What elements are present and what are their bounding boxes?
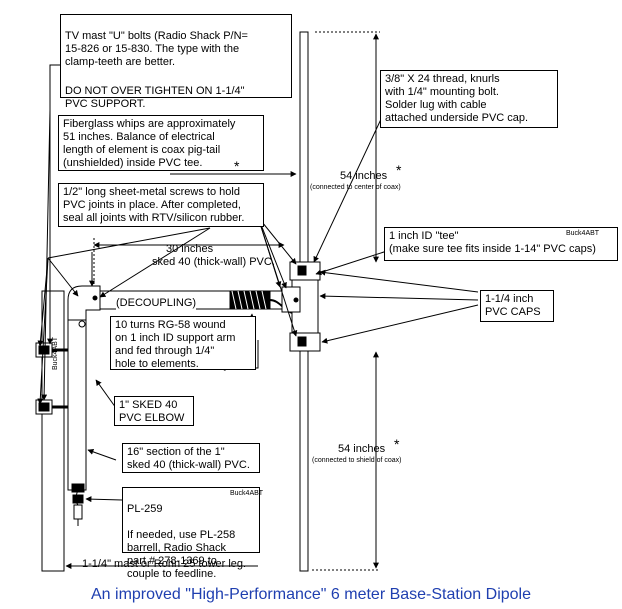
arm-material-label: sked 40 (thick-wall) PVC. (152, 256, 275, 268)
callsign-label-mast: Buck4ABT (52, 336, 59, 370)
note-thread: 3/8" X 24 thread, knurls with 1/4" mount… (380, 70, 558, 128)
note-pl259-title: PL-259 (127, 503, 163, 515)
note-caps: 1-1/4 inch PVC CAPS (480, 290, 554, 322)
callsign-label-pl259: Buck4ABT (230, 490, 264, 497)
note-pl259: PL-259 If needed, use PL-258 barrell, Ra… (122, 487, 260, 580)
note-tee: 1 inch ID "tee" (make sure tee fits insi… (384, 227, 618, 261)
pvc-vertical-section (67, 317, 87, 491)
top-length-sub: (connected to center of coax) (310, 184, 401, 191)
mast-label: 1-1/4" mast or Rohn 25 tower leg. (82, 558, 247, 570)
bottom-length-sub: (connected to shield of coax) (312, 457, 402, 464)
callsign-label: Buck4ABT (566, 230, 600, 237)
note-fiberglass: Fiberglass whips are approximately 51 in… (58, 115, 264, 171)
note-tv-mast-warning: DO NOT OVER TIGHTEN ON 1-1/4" PVC SUPPOR… (65, 85, 245, 110)
note-section: 16" section of the 1" sked 40 (thick-wal… (122, 443, 260, 473)
note-tv-mast: TV mast "U" bolts (Radio Shack P/N= 15-8… (60, 14, 292, 110)
fiberglass-whip-bottom (299, 350, 309, 572)
dimension-top (315, 31, 380, 263)
diagram-caption: An improved "High-Performance" 6 meter B… (91, 586, 531, 603)
arm-length-label: 30 inches (166, 243, 214, 255)
note-elbow: 1" SKED 40 PVC ELBOW (114, 396, 194, 426)
note-tv-mast-text: TV mast "U" bolts (Radio Shack P/N= 15-8… (65, 30, 248, 68)
star-marker-bottom: * (394, 436, 400, 452)
note-turns: 10 turns RG-58 wound on 1 inch ID suppor… (110, 316, 256, 370)
star-marker-top: * (396, 162, 402, 178)
note-screws: 1/2" long sheet-metal screws to hold PVC… (58, 183, 264, 227)
fiberglass-whip-top (299, 31, 309, 263)
pvc-cap (289, 261, 321, 352)
star-marker: * (234, 158, 240, 174)
leader-lines (37, 64, 479, 569)
coax-feedline (71, 483, 85, 526)
decoupling-label: (DECOUPLING) (116, 297, 197, 310)
note-pl259-text: If needed, use PL-258 barrell, Radio Sha… (127, 529, 236, 580)
bottom-length-label: 54 inches (338, 443, 386, 455)
top-length-label: 54 inches (340, 170, 388, 182)
dimension-bottom (312, 351, 380, 571)
mast-pipe (41, 290, 65, 572)
dimension-arm (93, 238, 285, 286)
